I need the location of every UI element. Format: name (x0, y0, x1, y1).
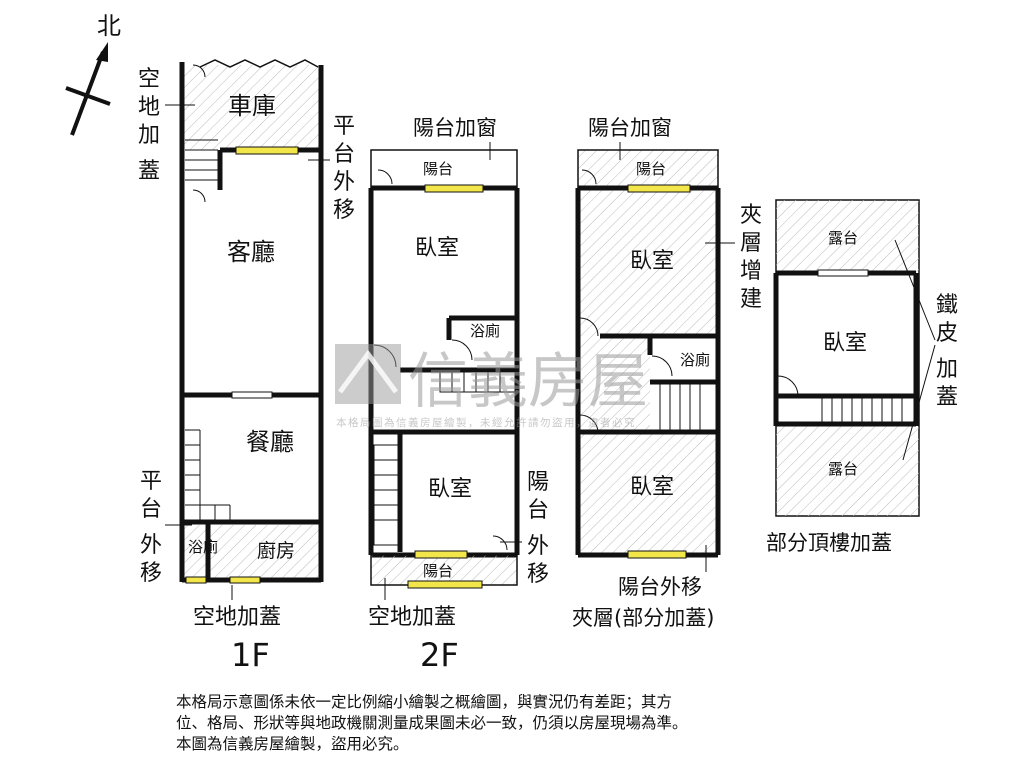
disclaimer: 本格局示意圖係未依一定比例縮小繪製之概繪圖，與實況仍有差距；其方 位、格局、形狀… (176, 692, 688, 755)
note-char: 空 (138, 67, 160, 92)
note-char: 移 (140, 561, 162, 586)
floor-label-1f: 1F (231, 636, 270, 674)
floor-roof (773, 199, 936, 517)
note-char: 增 (740, 259, 762, 284)
note-open-land-2f: 空地加蓋 (368, 605, 456, 630)
note-char: 移 (333, 198, 355, 223)
note-balcony-window-2f: 陽台加窗 (413, 116, 497, 140)
room-living: 客廳 (227, 238, 275, 266)
note-char: 地 (138, 95, 160, 120)
disclaimer-line: 本圖為信義房屋繪製，盜用必究。 (176, 735, 409, 753)
room-dining: 餐廳 (246, 428, 294, 456)
note-char: 層 (740, 231, 762, 256)
north-arrow-icon (65, 42, 111, 136)
note-balcony-move-mezz: 陽台外移 (618, 575, 702, 599)
room-bedroom-mezz-bottom: 臥室 (630, 475, 674, 500)
watermark: 信義房屋 本格局圖為信義房屋繪製，未經允許請勿盜用，違者必究 (335, 344, 648, 429)
note-char: 外 (140, 533, 162, 558)
floor-label-roof: 部分頂樓加蓋 (766, 531, 892, 555)
note-char: 蓋 (138, 159, 160, 184)
room-bath-2f: 浴廁 (470, 322, 500, 340)
disclaimer-line: 本格局示意圖係未依一定比例縮小繪製之概繪圖，與實況仍有差距；其方 (176, 693, 673, 711)
room-terrace-bottom: 露台 (828, 460, 858, 478)
note-char: 皮 (936, 321, 958, 346)
note-char: 平 (140, 469, 162, 494)
room-balcony-2f-top: 陽台 (423, 160, 453, 178)
floor-label-mezzanine: 夾層(部分加蓋) (572, 606, 714, 630)
brand-logo-icon (335, 344, 401, 404)
room-garage: 車庫 (228, 92, 276, 120)
room-bedroom-mezz-top: 臥室 (630, 249, 674, 274)
note-char: 加 (138, 123, 160, 148)
note-open-land: 空地加蓋 (193, 605, 281, 630)
room-bath-mezz: 浴廁 (680, 351, 710, 369)
room-kitchen: 廚房 (257, 539, 295, 562)
floor-mezzanine (575, 149, 721, 559)
note-char: 移 (527, 562, 549, 587)
disclaimer-line: 位、格局、形狀等與地政機關測量成果圖未必一致，仍須以房屋現場為準。 (176, 714, 688, 732)
room-balcony-2f-bottom: 陽台 (423, 562, 453, 580)
note-char: 外 (527, 534, 549, 559)
room-bath-1: 浴廁 (188, 538, 218, 556)
note-char: 蓋 (936, 385, 958, 410)
note-balcony-window-mezz: 陽台加窗 (588, 116, 672, 140)
floor-2f (368, 149, 520, 589)
note-char: 台 (527, 498, 549, 523)
note-char: 加 (936, 357, 958, 382)
watermark-brand: 信義房屋 (408, 347, 648, 417)
room-terrace-top: 露台 (828, 229, 858, 247)
note-char: 鐵 (936, 293, 958, 318)
watermark-subtext: 本格局圖為信義房屋繪製，未經允許請勿盜用，違者必究 (336, 416, 636, 429)
room-balcony-mezz: 陽台 (636, 160, 666, 178)
floor-label-2f: 2F (420, 636, 459, 674)
note-char: 外 (333, 170, 355, 195)
note-char: 台 (333, 142, 355, 167)
note-char: 夾 (740, 203, 762, 228)
room-bedroom-2f-bottom: 臥室 (428, 477, 472, 502)
note-char: 建 (740, 287, 762, 312)
note-char: 平 (333, 114, 355, 139)
north-label: 北 (97, 12, 121, 40)
room-bedroom-2f-top: 臥室 (415, 236, 459, 261)
room-bedroom-roof: 臥室 (823, 331, 867, 356)
note-char: 陽 (527, 470, 549, 495)
note-char: 台 (140, 497, 162, 522)
floor-1f (179, 59, 324, 584)
